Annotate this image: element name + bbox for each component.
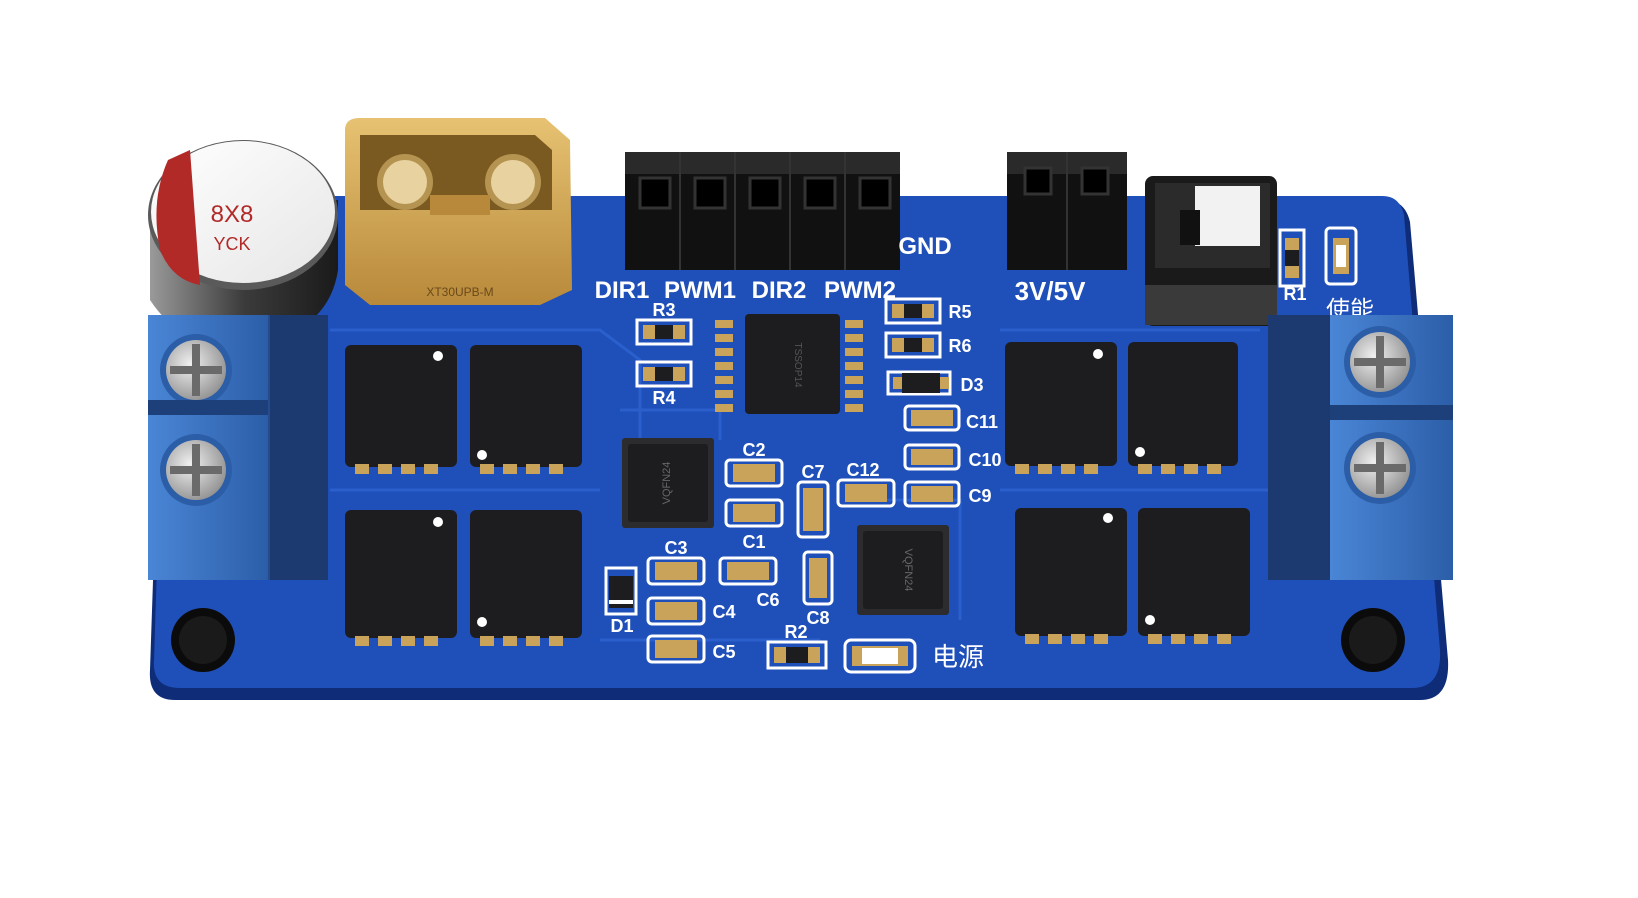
ref-r3: R3 bbox=[652, 300, 675, 320]
ref-r1: R1 bbox=[1283, 284, 1306, 304]
ic-chip-icon: TSSOP14 bbox=[715, 314, 863, 414]
ref-r2: R2 bbox=[784, 622, 807, 642]
logic-ic-marking: TSSOP14 bbox=[792, 342, 803, 387]
ref-c1: C1 bbox=[742, 532, 765, 552]
mosfet-icon bbox=[470, 345, 582, 474]
connector-marking: XT30UPB-M bbox=[426, 285, 493, 299]
ref-d3: D3 bbox=[960, 375, 983, 395]
ref-c4: C4 bbox=[712, 602, 735, 622]
smd-resistor-icon bbox=[884, 331, 942, 359]
ic-chip-icon: VQFN24 bbox=[857, 525, 949, 615]
pin-header-icon bbox=[625, 152, 900, 270]
ref-r6: R6 bbox=[948, 336, 971, 356]
ref-r4: R4 bbox=[652, 388, 675, 408]
ref-c8: C8 bbox=[806, 608, 829, 628]
smd-capacitor-icon bbox=[646, 634, 706, 664]
ref-c12: C12 bbox=[846, 460, 879, 480]
smd-capacitor-icon bbox=[646, 596, 706, 626]
screw-terminal-icon bbox=[1268, 315, 1453, 580]
smd-capacitor-icon bbox=[646, 556, 706, 586]
smd-capacitor-icon bbox=[903, 443, 961, 471]
smd-capacitor-icon bbox=[718, 556, 778, 586]
mounting-hole-icon bbox=[171, 608, 235, 672]
driver-ic-marking-1: VQFN24 bbox=[661, 462, 673, 505]
smd-resistor-icon bbox=[635, 318, 693, 346]
pin-label-dir2: DIR2 bbox=[752, 277, 807, 304]
smd-resistor-icon bbox=[1278, 228, 1306, 288]
ref-c6: C6 bbox=[756, 590, 779, 610]
pin-label-gnd: GND bbox=[898, 233, 951, 260]
smd-capacitor-icon bbox=[903, 404, 961, 432]
pin-label-pwm1: PWM1 bbox=[664, 277, 736, 304]
capacitor-marking-line1: 8X8 bbox=[211, 201, 254, 228]
ref-c3: C3 bbox=[664, 538, 687, 558]
smd-capacitor-icon bbox=[802, 550, 834, 606]
mosfet-icon bbox=[1138, 508, 1250, 644]
smd-capacitor-icon bbox=[724, 498, 784, 528]
ref-d1: D1 bbox=[610, 616, 633, 636]
ref-c2: C2 bbox=[742, 440, 765, 460]
ref-c11: C11 bbox=[966, 412, 998, 432]
pin-label-pwm2: PWM2 bbox=[824, 277, 896, 304]
mounting-hole-icon bbox=[1341, 608, 1405, 672]
ref-c5: C5 bbox=[712, 642, 735, 662]
mosfet-icon bbox=[1015, 508, 1127, 644]
ref-c7: C7 bbox=[801, 462, 824, 482]
pin-header-icon bbox=[1007, 152, 1127, 270]
dip-switch-icon bbox=[1145, 176, 1277, 326]
mosfet-icon bbox=[1005, 342, 1117, 474]
ic-chip-icon: VQFN24 bbox=[622, 438, 714, 528]
ref-c9: C9 bbox=[968, 486, 991, 506]
led-icon bbox=[1324, 226, 1358, 286]
ref-r5: R5 bbox=[948, 302, 971, 322]
smd-resistor-icon bbox=[635, 360, 693, 388]
electrolytic-capacitor-icon: 8X8 YCK bbox=[148, 140, 338, 348]
smd-capacitor-icon bbox=[836, 478, 896, 508]
mosfet-icon bbox=[470, 510, 582, 646]
screw-terminal-icon bbox=[148, 315, 328, 580]
mosfet-icon bbox=[1128, 342, 1238, 474]
smd-diode-icon bbox=[604, 566, 638, 616]
smd-capacitor-icon bbox=[724, 458, 784, 488]
mosfet-icon bbox=[345, 345, 457, 474]
power-led-label: 电源 bbox=[932, 643, 984, 673]
power-select-label: 3V/5V bbox=[1015, 276, 1086, 306]
mosfet-icon bbox=[345, 510, 457, 646]
led-icon bbox=[843, 638, 917, 674]
smd-resistor-icon bbox=[884, 297, 942, 325]
capacitor-marking-line2: YCK bbox=[213, 234, 250, 254]
xt30-connector-icon: XT30UPB-M bbox=[345, 118, 572, 305]
driver-ic-marking-2: VQFN24 bbox=[902, 549, 914, 592]
pin-label-dir1: DIR1 bbox=[595, 277, 650, 304]
smd-diode-icon bbox=[886, 370, 952, 396]
smd-resistor-icon bbox=[766, 640, 828, 670]
smd-capacitor-icon bbox=[903, 480, 961, 508]
ref-c10: C10 bbox=[968, 450, 1001, 470]
smd-capacitor-icon bbox=[796, 480, 830, 539]
